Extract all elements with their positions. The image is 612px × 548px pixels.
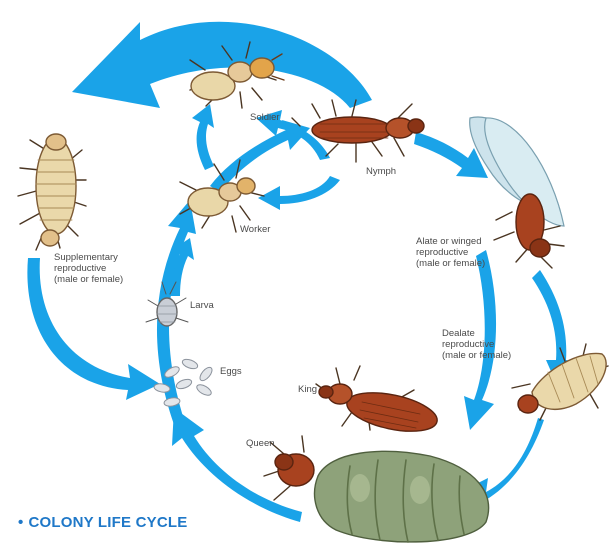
supplementary-reproductive-termite [18,134,86,250]
queen-termite [264,436,489,542]
label-queen: Queen [246,438,275,449]
label-nymph: Nymph [366,166,396,177]
arrow-nymph-to-worker [258,176,340,210]
label-supplementary: Supplementary reproductive (male or fema… [54,252,123,285]
arrow-worker-to-soldier [192,104,214,170]
diagram-caption: • COLONY LIFE CYCLE [18,514,187,531]
nymph-termite [292,100,424,162]
caption-text: COLONY LIFE CYCLE [28,514,187,531]
label-dealate: Dealate reproductive (male or female) [442,328,511,361]
label-worker: Worker [240,224,270,235]
label-king: King [298,384,317,395]
label-soldier: Soldier [250,112,280,123]
king-termite [316,366,441,438]
label-alate: Alate or winged reproductive (male or fe… [416,236,485,269]
label-eggs: Eggs [220,366,242,377]
caption-bullet: • [18,514,23,531]
label-larva: Larva [190,300,214,311]
